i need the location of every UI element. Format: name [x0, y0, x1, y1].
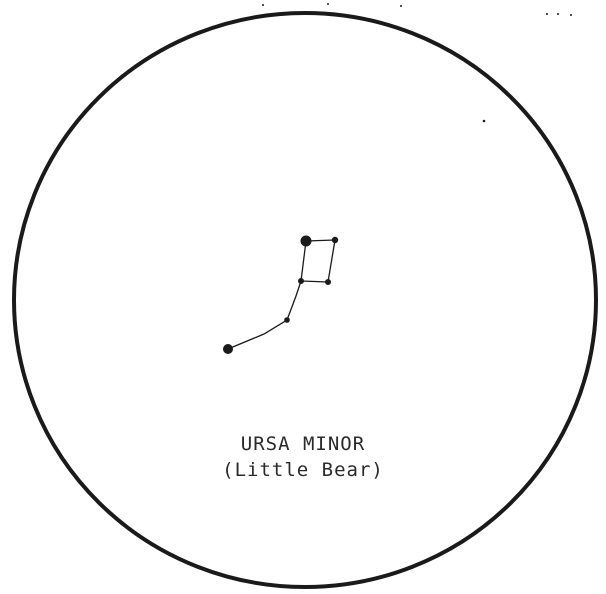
speck — [400, 5, 402, 7]
scan-specks — [262, 3, 572, 122]
star — [332, 237, 338, 243]
constellation-line — [328, 240, 335, 282]
star — [301, 236, 312, 247]
speck — [570, 14, 572, 16]
speck — [546, 13, 548, 15]
constellation-line — [301, 281, 328, 282]
speck — [327, 3, 329, 5]
constellation-lines — [228, 240, 335, 349]
sky-boundary-circle — [14, 13, 596, 587]
star — [284, 317, 290, 323]
speck — [557, 13, 559, 15]
constellation-name: URSA MINOR — [0, 432, 606, 456]
star — [298, 278, 304, 284]
star-polaris-end — [223, 344, 233, 354]
speck — [483, 120, 486, 123]
constellation-handle-line — [228, 281, 301, 349]
constellation-line — [301, 241, 306, 281]
star — [325, 279, 331, 285]
speck — [262, 4, 264, 6]
constellation-common-name: (Little Bear) — [0, 458, 606, 482]
constellation-stars — [223, 236, 338, 355]
